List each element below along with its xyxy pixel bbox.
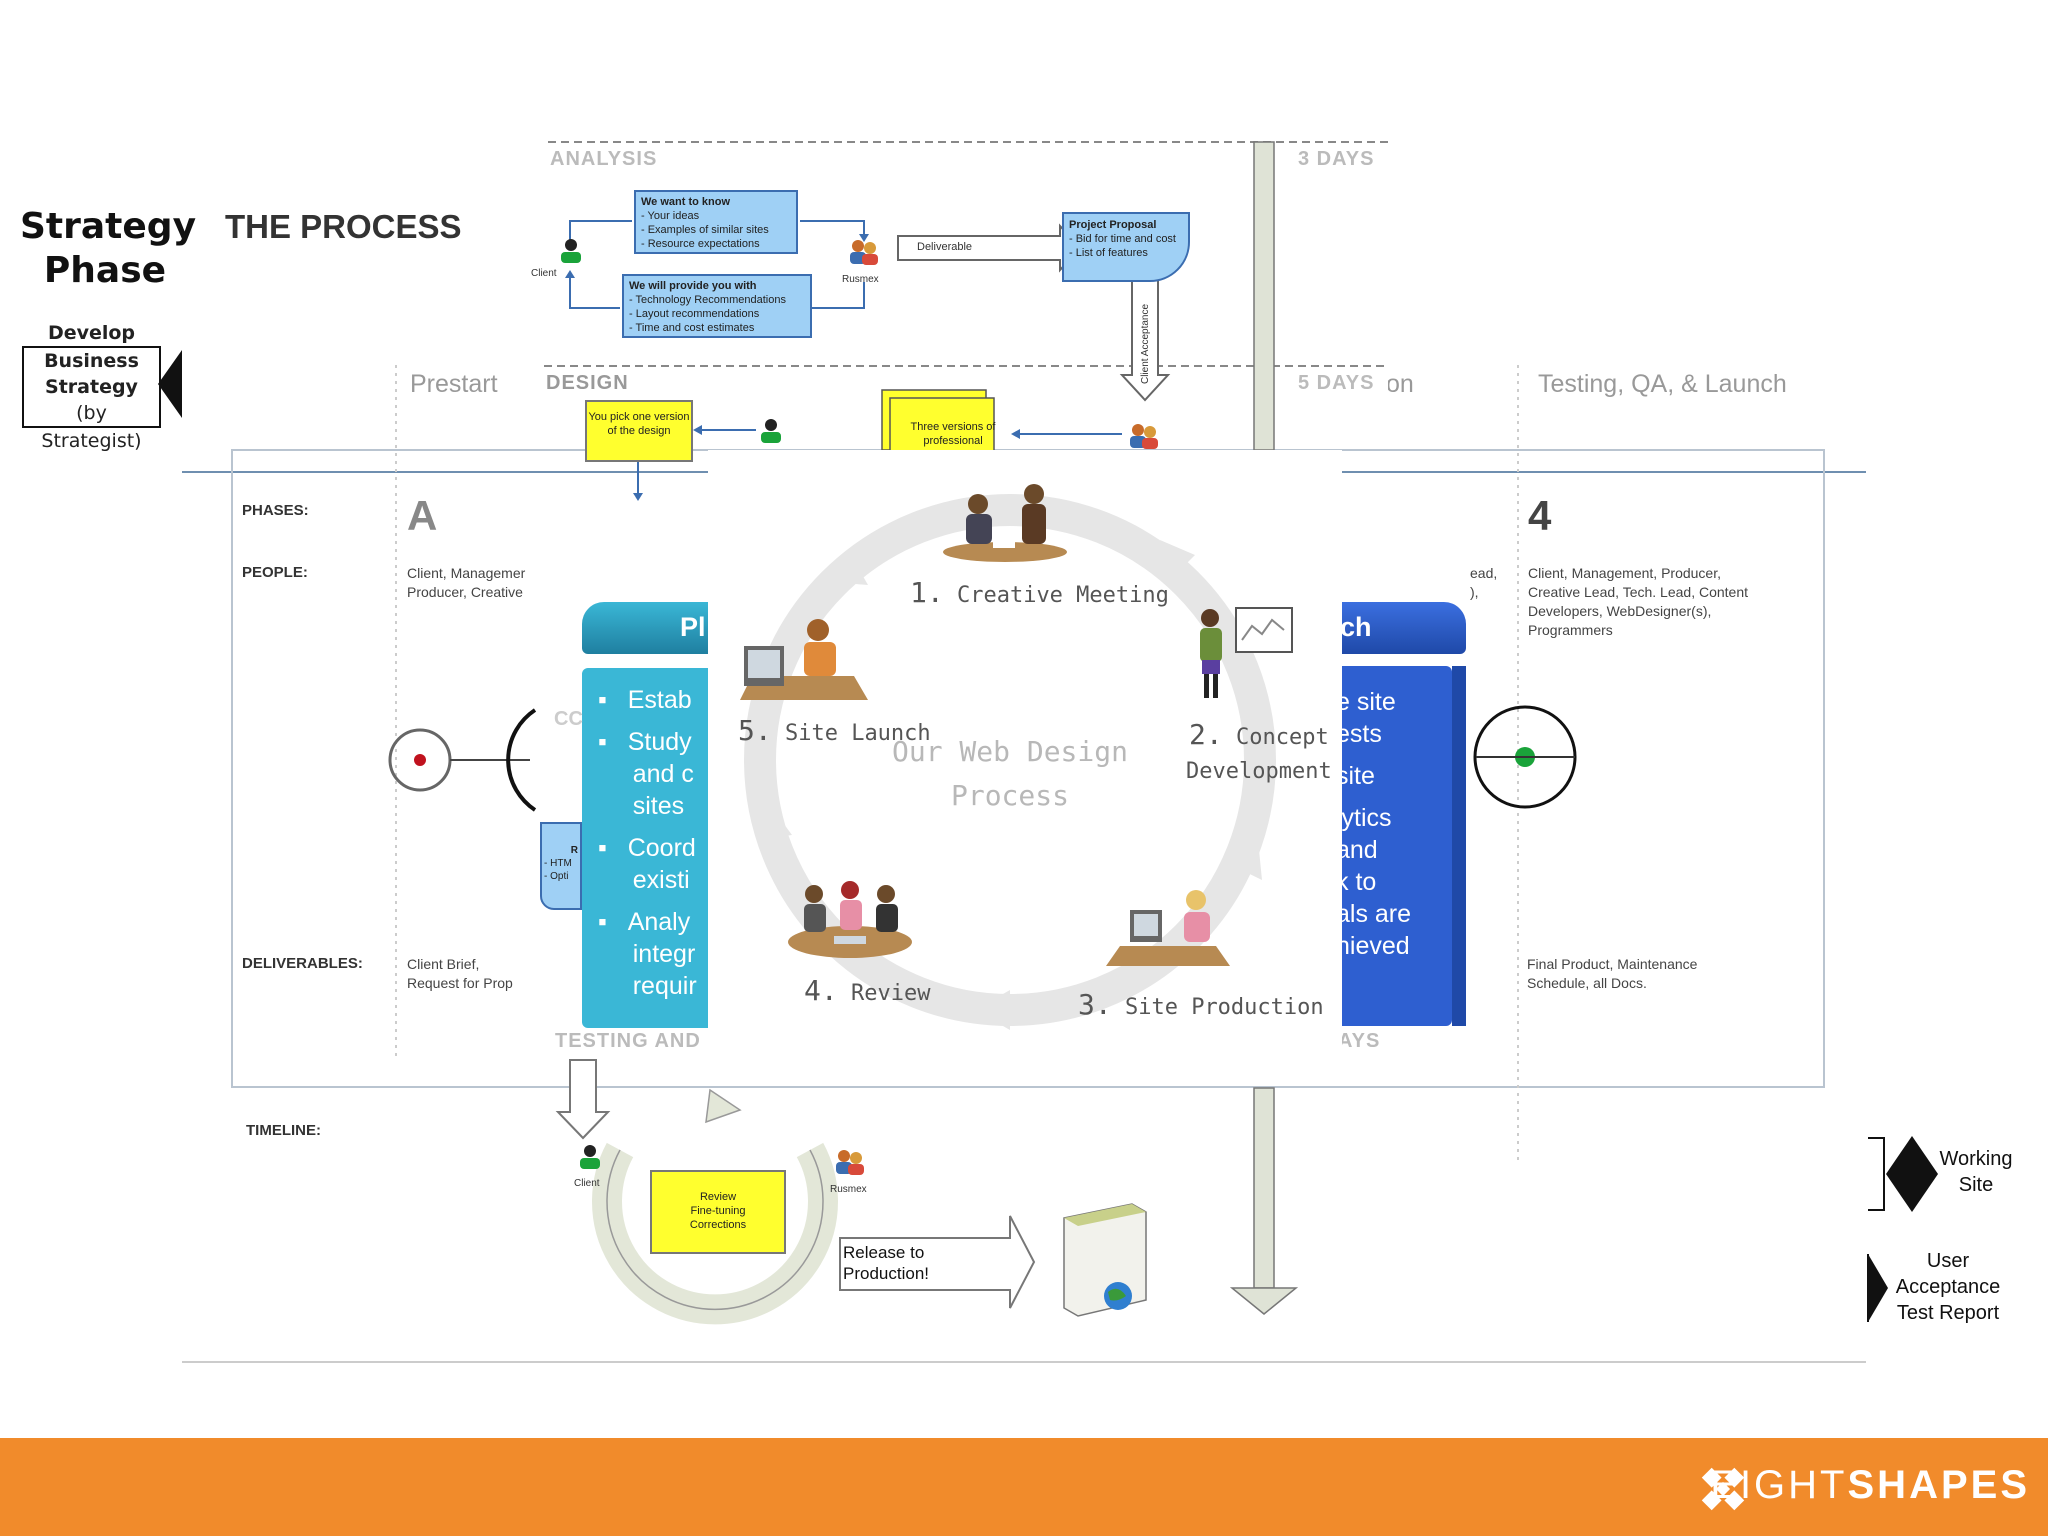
- cycle-step-3: 3. Site Production: [1078, 988, 1324, 1021]
- eightshapes-brand: EIGHTSHAPES: [1710, 1463, 2030, 1507]
- launch-banner-head: ch: [1320, 602, 1466, 654]
- cycle-step-4: 4. Review: [804, 974, 931, 1007]
- concept-development-illustration: [1186, 604, 1296, 709]
- strategy-arrow-icon: [158, 350, 182, 418]
- pick-one-version-note: You pick one version of the design: [585, 400, 693, 462]
- deliverables-a-text: Client Brief, Request for Prop: [407, 956, 513, 991]
- client-person-icon: [558, 238, 584, 269]
- phases-row-label: PHASES:: [242, 502, 309, 519]
- plan-item: ▪ Analy integr requir: [598, 908, 697, 1000]
- deliverables-4-text: Final Product, Maintenance Schedule, all…: [1527, 956, 1698, 991]
- process-title: THE PROCESS: [225, 208, 462, 245]
- working-site-legend: Working Site: [1939, 1148, 2013, 1196]
- people-mid-fragment: ead, ),: [1470, 565, 1498, 600]
- project-proposal-box: Project Proposal - Bid for time and cost…: [1062, 212, 1190, 282]
- fragment-blue-box: R - HTM - Opti: [540, 822, 582, 910]
- design-rusmex-icon: [1128, 422, 1160, 455]
- uat-report-legend: User Acceptance Test Report: [1895, 1250, 2001, 1324]
- testing-days-label: AYS: [1338, 1030, 1381, 1052]
- design-days-label: 5 DAYS: [1298, 372, 1375, 394]
- testing-rusmex-label: Rusmex: [830, 1184, 867, 1195]
- rusmex-team-icon: [848, 238, 880, 271]
- testing-band-label: TESTING AND: [555, 1030, 701, 1052]
- deliverables-row-label: DELIVERABLES:: [242, 955, 363, 972]
- phase-prestart-label: Prestart: [410, 370, 498, 398]
- phase-a-letter: A: [407, 492, 438, 539]
- timeline-row-label: TIMELINE:: [246, 1122, 321, 1139]
- review-fine-tuning-note: Review Fine-tuning Corrections: [650, 1170, 786, 1254]
- fragment-co-label: CC: [554, 708, 583, 730]
- phase-partial-label: on: [1386, 370, 1414, 398]
- we-will-provide-box: We will provide you with - Technology Re…: [622, 274, 812, 338]
- design-band-label: DESIGN: [546, 372, 629, 394]
- strategy-phase-title: Strategy Phase: [20, 206, 197, 291]
- cycle-center-title: Our Web Design Process: [891, 735, 1128, 812]
- client-label: Client: [531, 268, 557, 279]
- analysis-days-label: 3 DAYS: [1298, 148, 1375, 170]
- footer-bar: [0, 1438, 2048, 1536]
- site-launch-illustration: [738, 616, 872, 711]
- testing-client-label: Client: [574, 1178, 600, 1189]
- testing-rusmex-icon: [834, 1148, 866, 1181]
- release-to-production-text: Release to Production!: [843, 1243, 929, 1283]
- analysis-band-label: ANALYSIS: [550, 148, 658, 170]
- people-row-label: PEOPLE:: [242, 564, 308, 581]
- people-4-text: Client, Management, Producer, Creative L…: [1528, 565, 1749, 638]
- plan-item: ▪ Study and c sites: [598, 728, 694, 820]
- launch-banner-body: e site ests site lytics and k to als are…: [1320, 666, 1452, 1026]
- cycle-step-1: 1. Creative Meeting: [910, 576, 1169, 609]
- creative-meeting-illustration: [938, 482, 1072, 573]
- site-production-illustration: [1104, 886, 1232, 981]
- plan-banner-body: ▪ Estab ▪ Study and c sites ▪ Coord exis…: [582, 668, 732, 1028]
- phase-testing-launch-label: Testing, QA, & Launch: [1538, 370, 1787, 398]
- plan-item: ▪ Coord existi: [598, 834, 696, 894]
- develop-business-strategy-box: Develop Business Strategy (by Strategist…: [22, 320, 161, 454]
- deliverable-label: Deliverable: [917, 241, 973, 253]
- cycle-step-5: 5. Site Launch: [738, 714, 931, 747]
- phase-4-number: 4: [1528, 492, 1552, 539]
- eightshapes-logo-icon: [1696, 1462, 1750, 1521]
- people-a-text: Client, Managemer Producer, Creative: [407, 565, 526, 600]
- design-client-icon: [758, 418, 784, 449]
- we-want-to-know-box: We want to know - Your ideas - Examples …: [634, 190, 798, 254]
- plan-item: ▪ Estab: [598, 686, 692, 714]
- three-versions-note: Three versions of professional: [910, 421, 996, 447]
- testing-client-icon: [577, 1144, 603, 1175]
- cycle-step-2: 2. Concept Development: [1186, 718, 1332, 784]
- rusmex-label: Rusmex: [842, 274, 879, 285]
- launch-banner-side: [1452, 666, 1466, 1026]
- review-illustration: [786, 880, 914, 969]
